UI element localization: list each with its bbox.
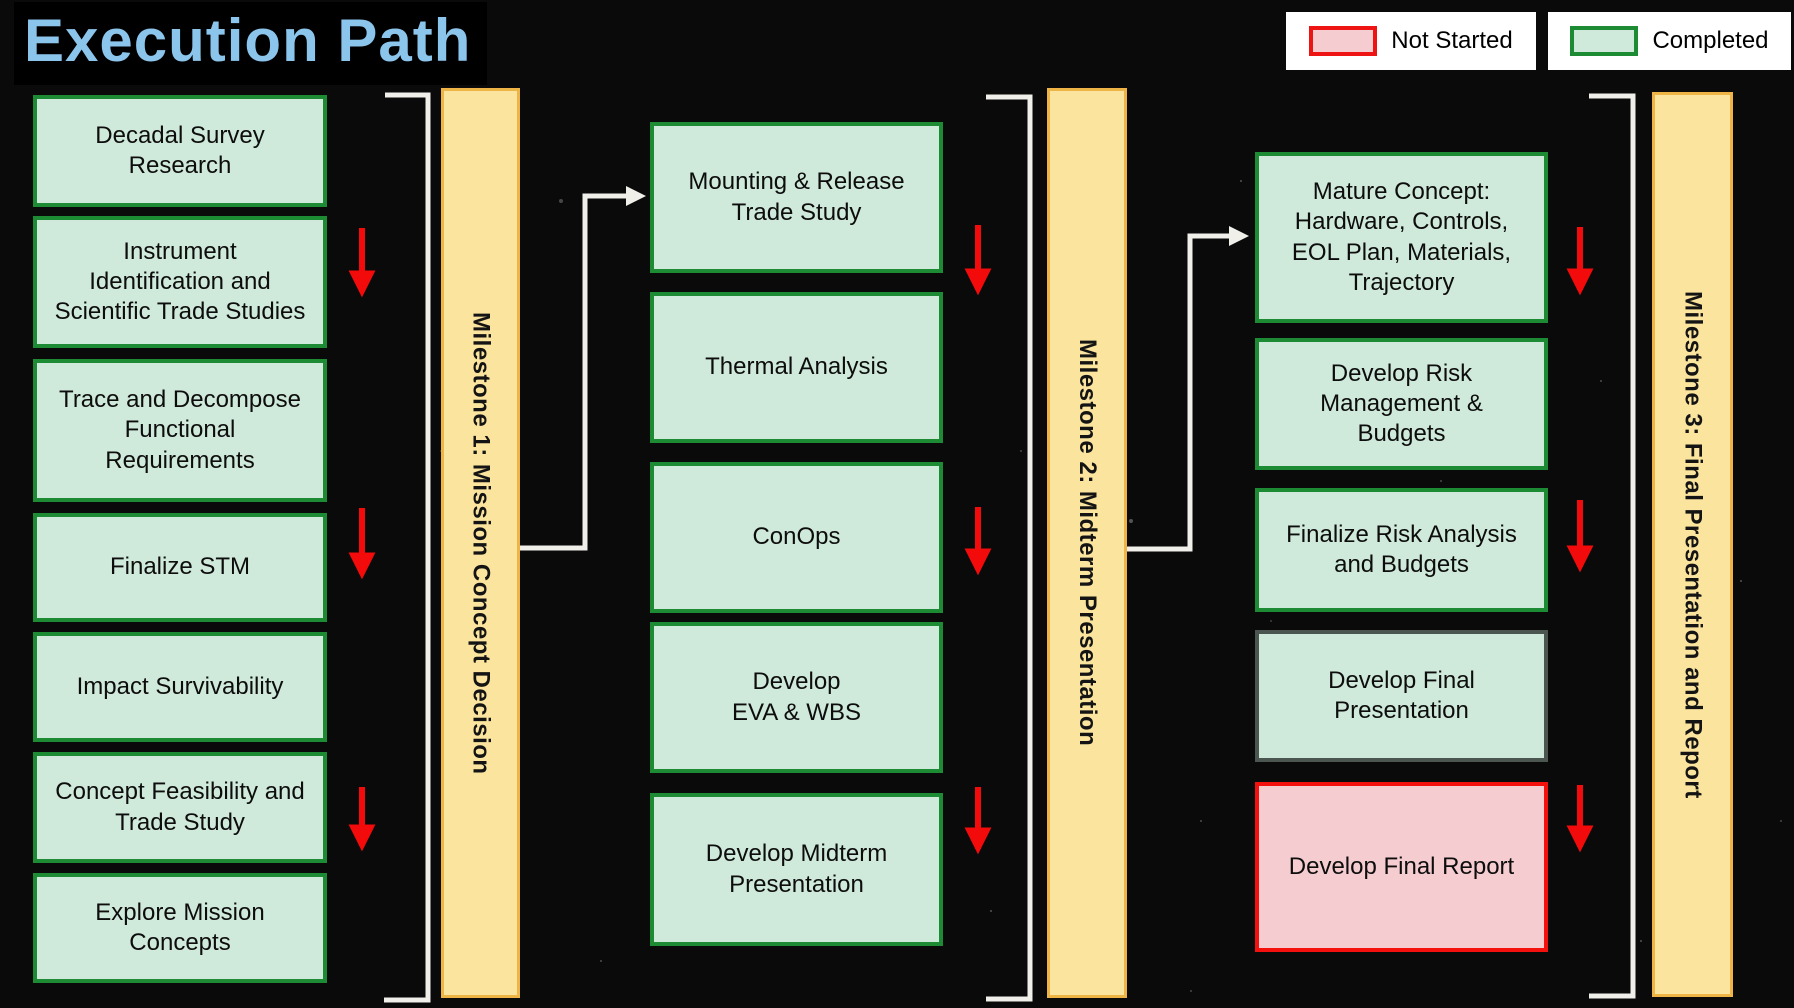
task-label: Instrument Identification and Scientific… xyxy=(54,237,306,326)
task-decadal-survey-research: Decadal Survey Research xyxy=(33,95,327,207)
task-label: ConOps xyxy=(752,523,841,551)
task-develop-eva-wbs: Develop EVA & WBS xyxy=(650,622,943,773)
task-develop-midterm-presentation: Develop Midterm Presentation xyxy=(650,793,943,946)
legend-completed-label: Completed xyxy=(1652,27,1769,54)
milestone-1-label: Milestone 1: Mission Concept Decision xyxy=(467,311,495,775)
task-label: Mature Concept: Hardware, Controls, EOL … xyxy=(1291,178,1512,296)
task-thermal-analysis: Thermal Analysis xyxy=(650,292,943,443)
task-finalize-risk-analysis: Finalize Risk Analysis and Budgets xyxy=(1255,488,1548,612)
page-title: Execution Path xyxy=(14,2,488,85)
task-conops: ConOps xyxy=(650,462,943,613)
task-label: Develop Final Report xyxy=(1288,852,1515,880)
task-trace-decompose-requirements: Trace and Decompose Functional Requireme… xyxy=(33,359,327,502)
task-label: Impact Survivability xyxy=(76,672,284,700)
milestone-2-bar: Milestone 2: Midterm Presentation xyxy=(1047,88,1127,998)
task-mature-concept: Mature Concept: Hardware, Controls, EOL … xyxy=(1255,152,1548,323)
task-concept-feasibility: Concept Feasibility and Trade Study xyxy=(33,752,327,863)
task-label: Develop Final Presentation xyxy=(1328,666,1475,724)
task-impact-survivability: Impact Survivability xyxy=(33,632,327,742)
task-develop-final-presentation: Develop Final Presentation xyxy=(1255,630,1548,762)
milestone-2-label: Milestone 2: Midterm Presentation xyxy=(1074,339,1101,747)
task-label: Explore Mission Concepts xyxy=(95,898,265,956)
milestone-3-bar: Milestone 3: Final Presentation and Repo… xyxy=(1652,92,1733,997)
task-label: Mounting & Release Trade Study xyxy=(688,168,905,226)
task-develop-final-report: Develop Final Report xyxy=(1255,782,1548,952)
completed-swatch-icon xyxy=(1570,26,1639,56)
task-mounting-release-trade-study: Mounting & Release Trade Study xyxy=(650,122,943,273)
legend-not-started-label: Not Started xyxy=(1391,27,1513,54)
task-explore-mission-concepts: Explore Mission Concepts xyxy=(33,873,327,983)
milestone-3-label: Milestone 3: Final Presentation and Repo… xyxy=(1679,290,1707,799)
legend-not-started: Not Started xyxy=(1286,12,1536,70)
task-label: Develop Midterm Presentation xyxy=(705,840,888,898)
legend-completed: Completed xyxy=(1548,12,1791,70)
task-instrument-identification: Instrument Identification and Scientific… xyxy=(33,216,327,348)
task-label: Decadal Survey Research xyxy=(95,121,265,179)
task-label: Thermal Analysis xyxy=(705,353,888,381)
task-develop-risk-management: Develop Risk Management & Budgets xyxy=(1255,338,1548,470)
task-label: Concept Feasibility and Trade Study xyxy=(55,778,305,836)
task-label: Finalize Risk Analysis and Budgets xyxy=(1286,520,1517,578)
task-label: Develop EVA & WBS xyxy=(732,668,861,726)
task-label: Finalize STM xyxy=(109,553,251,581)
not-started-swatch-icon xyxy=(1309,26,1378,56)
task-finalize-stm: Finalize STM xyxy=(33,513,327,622)
task-label: Trace and Decompose Functional Requireme… xyxy=(59,386,301,474)
milestone-1-bar: Milestone 1: Mission Concept Decision xyxy=(441,88,520,998)
task-label: Develop Risk Management & Budgets xyxy=(1320,359,1483,448)
